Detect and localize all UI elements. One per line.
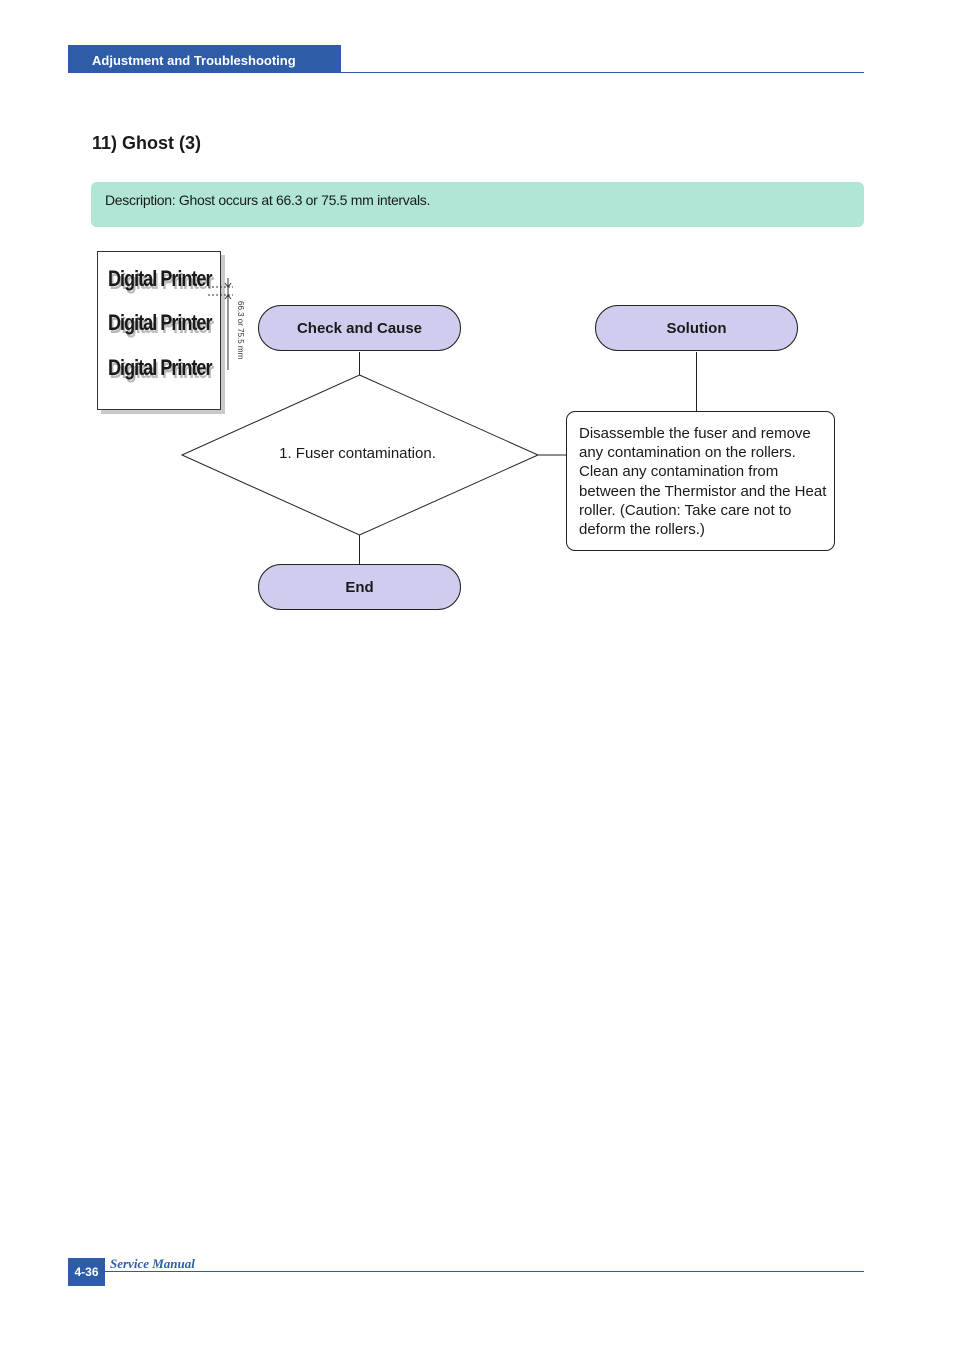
sample-line: Digital Printer: [108, 266, 213, 291]
header-rule: [68, 72, 864, 73]
solution-box: Disassemble the fuser and remove any con…: [566, 411, 835, 551]
interval-dimension-marker: [208, 278, 233, 370]
end-terminal: End: [258, 564, 461, 610]
section-title: 11) Ghost (3): [92, 133, 202, 153]
interval-dimension-label: 66.3 or 75.5 mm: [236, 301, 245, 360]
cause-text: 1. Fuser contamination.: [279, 445, 436, 462]
sample-line: Digital Printer: [108, 355, 213, 380]
description-box: Description: Ghost occurs at 66.3 or 75.…: [91, 182, 864, 227]
sample-line: Digital Printer: [108, 310, 213, 335]
flowchart-connectors: [180, 278, 697, 564]
decision-diamond: [180, 374, 540, 536]
page-number: 4-36: [68, 1258, 105, 1286]
solution-text: Disassemble the fuser and remove any con…: [579, 425, 827, 539]
footer-rule: [68, 1271, 864, 1272]
header-section-tab: Adjustment and Troubleshooting: [68, 45, 341, 72]
footer-label: Service Manual: [110, 1256, 195, 1271]
check-and-cause-header: Check and Cause: [258, 305, 461, 351]
sample-print-page: Digital Printer Digital Printer Digital …: [97, 251, 221, 410]
description-text: Description: Ghost occurs at 66.3 or 75.…: [105, 192, 431, 208]
solution-header: Solution: [595, 305, 798, 351]
